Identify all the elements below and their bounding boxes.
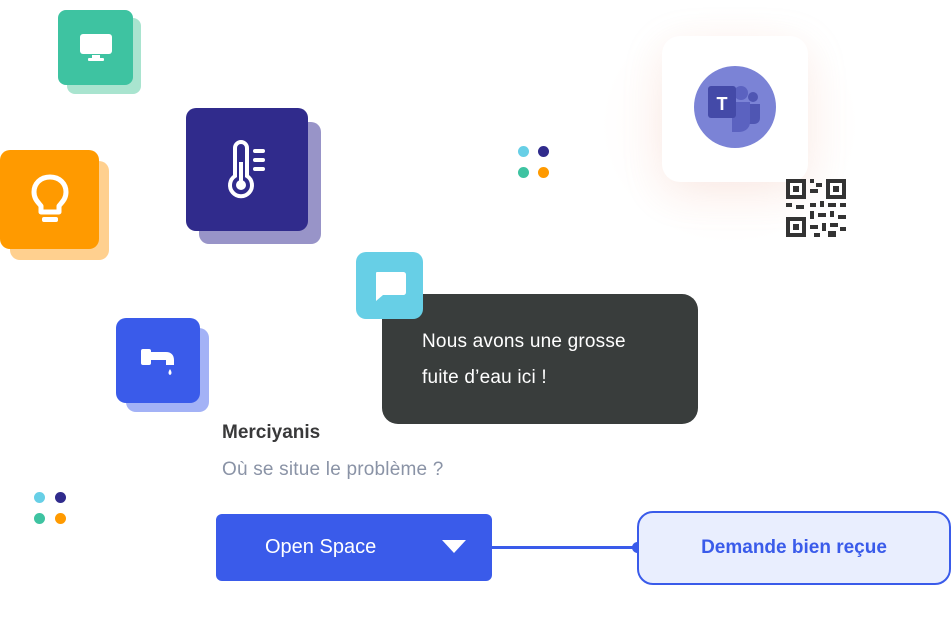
decor-dot <box>518 167 529 178</box>
chat-message-line: Nous avons une grosse <box>422 331 626 352</box>
decor-dot <box>55 492 66 503</box>
thermometer-tile <box>186 108 308 231</box>
decor-dot <box>538 146 549 157</box>
decor-dot <box>538 167 549 178</box>
location-select[interactable]: Open Space <box>216 514 492 581</box>
decor-dot <box>34 492 45 503</box>
chat-bubble-tile <box>356 252 423 319</box>
qr-code-icon <box>786 179 846 237</box>
lightbulb-icon <box>31 174 68 222</box>
teams-card[interactable]: T <box>662 36 808 182</box>
decor-dot <box>34 513 45 524</box>
microsoft-teams-icon: T <box>694 66 776 148</box>
bot-name: Merciyanis <box>222 422 321 443</box>
bot-question: Où se situe le problème ? <box>222 459 444 480</box>
chat-message-line: fuite d’eau ici ! <box>422 367 547 388</box>
confirmation-badge: Demande bien reçue <box>637 511 951 585</box>
water-tap-icon <box>141 348 174 375</box>
decor-dot <box>518 146 529 157</box>
confirmation-label: Demande bien reçue <box>701 537 887 558</box>
chevron-down-icon <box>442 540 466 553</box>
teams-letter: T <box>717 94 728 114</box>
monitor-icon <box>79 33 112 61</box>
chat-message-bubble: Nous avons une grosse fuite d’eau ici ! <box>382 294 698 424</box>
chat-bubble-icon <box>375 271 406 301</box>
monitor-tile <box>58 10 133 85</box>
decor-dot <box>55 513 66 524</box>
water-tap-tile <box>116 318 200 403</box>
lightbulb-tile <box>0 150 99 249</box>
location-select-value: Open Space <box>265 536 377 558</box>
thermometer-icon <box>228 139 265 198</box>
connector-line <box>492 546 637 549</box>
